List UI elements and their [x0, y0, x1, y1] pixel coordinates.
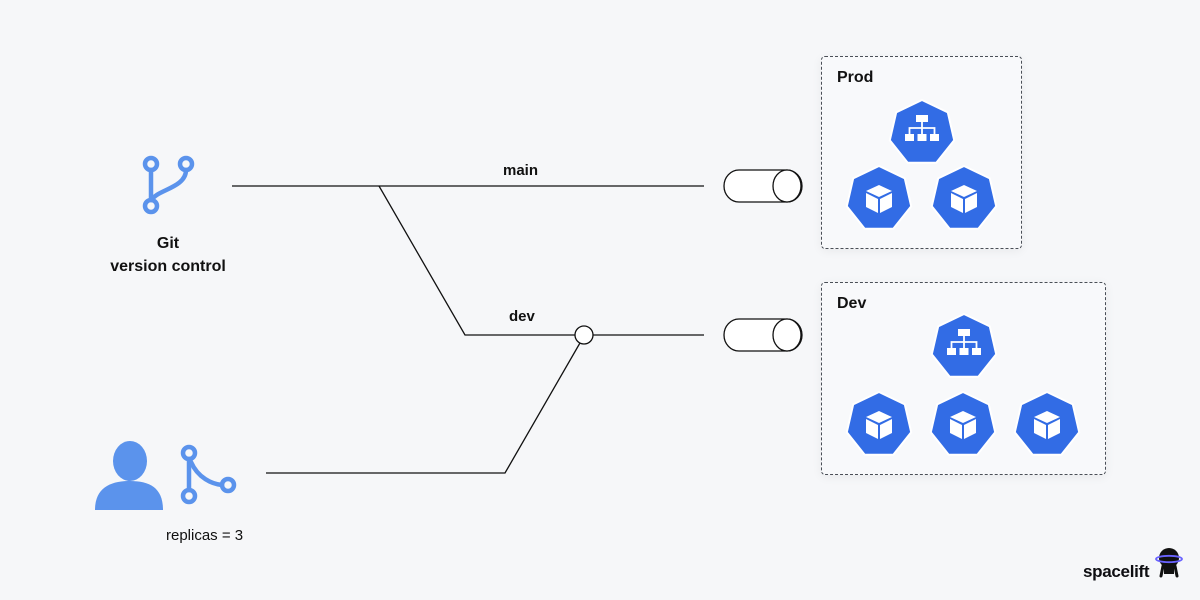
sync-cylinder-dev [723, 318, 803, 352]
git-branch-icon [142, 155, 195, 215]
prod-environment: Prod [821, 56, 1022, 249]
pod-icon [845, 164, 913, 230]
dev-branch-label: dev [509, 308, 535, 325]
pod-icon [1013, 390, 1081, 456]
prod-title: Prod [837, 69, 874, 86]
dev-resources [845, 312, 1081, 456]
merge-node [574, 325, 594, 345]
dev-branch-line [378, 185, 704, 336]
dev-environment: Dev [821, 282, 1106, 475]
spacelift-astronaut-icon [1155, 548, 1183, 578]
merge-line [266, 335, 585, 474]
sync-cylinder-main [723, 169, 803, 203]
dev-title: Dev [837, 295, 867, 312]
git-title: Git [156, 235, 180, 252]
prod-resources [845, 98, 998, 230]
pod-icon [845, 390, 913, 456]
replicas-label: replicas = 3 [166, 527, 244, 544]
service-icon [930, 312, 998, 378]
branch-lines [232, 185, 704, 474]
pod-icon [930, 164, 998, 230]
git-version-control-label: Git version control [88, 232, 248, 278]
user-icon [95, 441, 163, 510]
main-branch-label: main [503, 162, 539, 179]
spacelift-wordmark: spacelift [1083, 562, 1150, 581]
spacelift-logo: spacelift [1083, 562, 1150, 582]
version-control-title: version control [110, 258, 226, 275]
git-merge-icon [180, 444, 237, 505]
pod-icon [929, 390, 997, 456]
service-icon [888, 98, 956, 164]
